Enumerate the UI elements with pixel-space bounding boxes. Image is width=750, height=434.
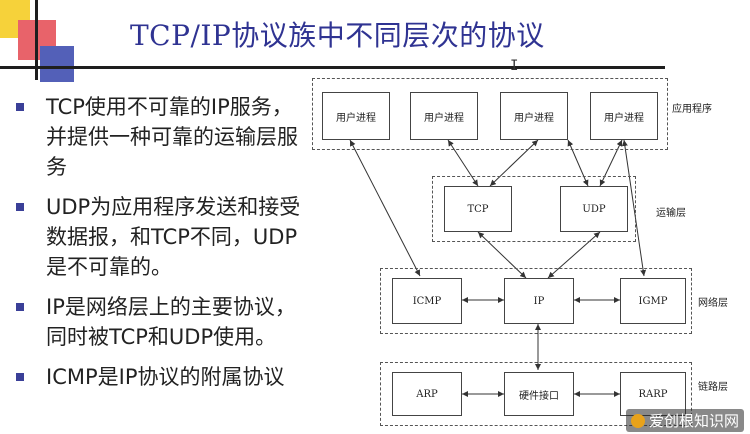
slide-title: TCP/IP协议族中不同层次的协议	[130, 19, 545, 52]
title-underline	[0, 66, 665, 69]
app-process-box: 用户进程	[410, 92, 478, 140]
bullet-text: UDP为应用程序发送和接受数据报，和TCP不同，UDP是不可靠的。	[46, 195, 301, 279]
layer-label-transport: 运输层	[656, 208, 686, 219]
network-layer	[380, 268, 692, 334]
icmp-box: ICMP	[392, 278, 462, 324]
igmp-box: IGMP	[620, 278, 686, 324]
application-layer	[312, 78, 668, 150]
ip-box: IP	[504, 278, 574, 324]
hardware-interface-box: 硬件接口	[504, 372, 574, 416]
layer-label-link: 链路层	[698, 382, 728, 393]
bullet-item: IP是网络层上的主要协议，同时被TCP和UDP使用。	[12, 292, 312, 352]
watermark: 爱创根知识网	[625, 409, 744, 432]
bullet-item: UDP为应用程序发送和接受数据报，和TCP不同，UDP是不可靠的。	[12, 192, 312, 282]
bullet-text: TCP使用不可靠的IP服务，并提供一种可靠的运输层服务	[46, 95, 298, 179]
bullet-text: IP是网络层上的主要协议，同时被TCP和UDP使用。	[46, 295, 296, 349]
decor-blue-square	[40, 46, 74, 82]
link-layer	[380, 362, 692, 426]
arp-box: ARP	[392, 372, 462, 416]
text-cursor-icon: I	[510, 58, 519, 74]
transport-layer	[432, 176, 636, 242]
bullet-text: ICMP是IP协议的附属协议	[46, 365, 285, 389]
bullet-marker-icon	[16, 203, 24, 211]
bullet-marker-icon	[16, 303, 24, 311]
bullet-marker-icon	[16, 373, 24, 381]
app-process-box: 用户进程	[590, 92, 658, 140]
bullet-item: TCP使用不可靠的IP服务，并提供一种可靠的运输层服务	[12, 92, 312, 182]
decor-vertical-line	[35, 0, 38, 80]
layer-label-network: 网络层	[698, 298, 728, 309]
rarp-box: RARP	[620, 372, 686, 416]
watermark-text: 爱创根知识网	[648, 412, 739, 430]
bullet-marker-icon	[16, 103, 24, 111]
tcp-box: TCP	[444, 186, 512, 232]
layer-label-application: 应用程序	[672, 104, 712, 115]
app-process-box: 用户进程	[500, 92, 568, 140]
watermark-logo-icon	[630, 414, 645, 428]
udp-box: UDP	[560, 186, 628, 232]
app-process-box: 用户进程	[322, 92, 390, 140]
bullet-list: TCP使用不可靠的IP服务，并提供一种可靠的运输层服务 UDP为应用程序发送和接…	[12, 92, 312, 402]
bullet-item: ICMP是IP协议的附属协议	[12, 362, 312, 392]
